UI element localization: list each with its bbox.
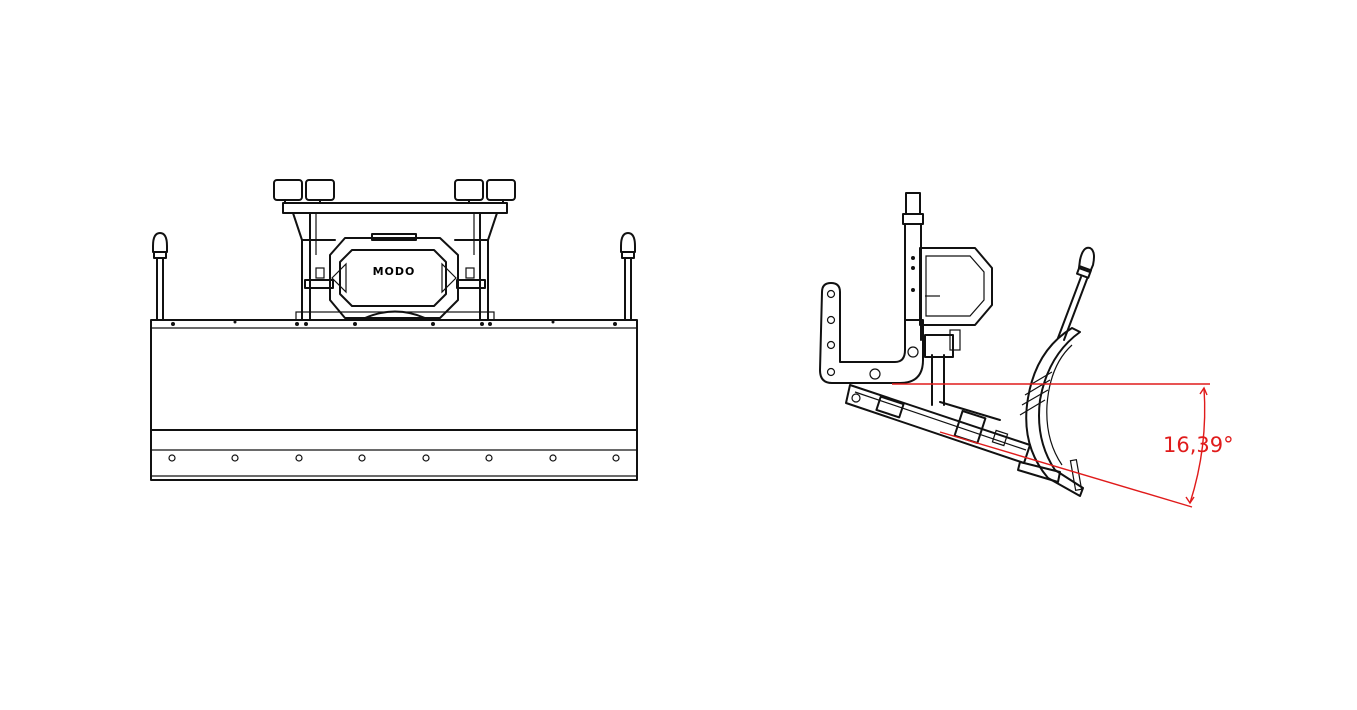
front-view-plow: MODO <box>150 179 638 481</box>
side-marker-rod <box>1057 246 1095 341</box>
logo-modo: MODO <box>373 265 416 278</box>
hydraulic-housing: MODO <box>329 233 459 319</box>
front-blade <box>150 319 638 481</box>
side-view-plow: 16,39° <box>819 192 1234 508</box>
side-mast <box>902 192 945 406</box>
dimension-arc <box>1189 387 1206 504</box>
cutting-edge-bolts <box>168 454 620 462</box>
side-curved-blade <box>1017 327 1084 497</box>
side-pump-box <box>919 247 993 358</box>
angle-dimension: 16,39° <box>892 383 1234 508</box>
side-mount-bracket <box>819 282 924 403</box>
angle-label: 16,39° <box>1163 433 1234 457</box>
light-bar <box>273 179 516 214</box>
blade-top-bolts <box>171 320 617 326</box>
right-marker-rod <box>620 232 636 321</box>
left-marker-rod <box>152 232 168 321</box>
dimension-angle-line <box>939 431 1193 508</box>
